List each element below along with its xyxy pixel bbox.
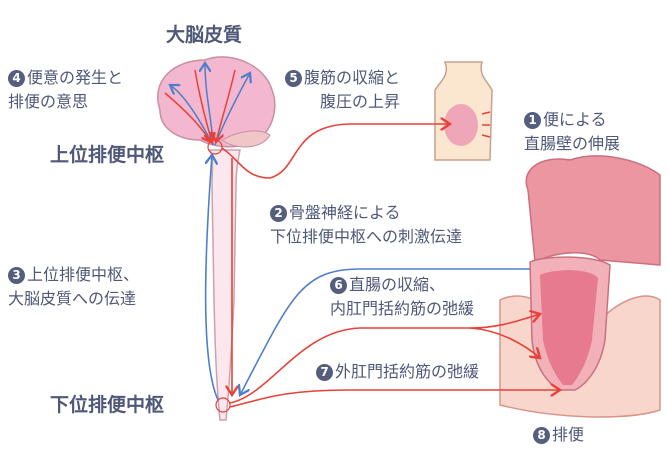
torso [434, 61, 493, 161]
step-text: 便意の発生と [27, 68, 124, 87]
step-text: 大脳皮質への伝達 [8, 289, 137, 308]
step-text: 排便 [552, 425, 585, 444]
cortex-arrows [164, 63, 250, 146]
step-text: 下位排便中枢への刺激伝達 [270, 227, 463, 246]
step-number-badge: 6 [330, 277, 347, 294]
cerebral-cortex-heading: 大脳皮質 [166, 24, 243, 46]
step-text: 直腸の収縮、 [349, 275, 446, 294]
step-text: 骨盤神経による [289, 203, 401, 222]
step-number-badge: 2 [270, 205, 287, 222]
step-number-badge: 4 [8, 70, 25, 87]
step-text: 便による [543, 110, 607, 129]
rectum [499, 155, 661, 418]
upper-center-heading: 上位排便中枢 [50, 144, 165, 166]
step-number-badge: 7 [316, 364, 333, 381]
step-text: 排便の意思 [8, 92, 89, 111]
step-text: 腹筋の収縮と [304, 68, 401, 87]
lower-center-marker [215, 397, 231, 413]
step-number-badge: 5 [285, 70, 302, 87]
nerve-pathways [204, 124, 560, 408]
step-number-badge: 8 [533, 427, 550, 444]
spinal-cord [208, 149, 241, 421]
step-text: 外肛門括約筋の弛緩 [335, 362, 480, 381]
step-text: 腹圧の上昇 [320, 92, 401, 111]
step-text: 上位排便中枢、 [27, 265, 140, 284]
step-number-badge: 1 [524, 112, 541, 129]
step-text: 内肛門括約筋の弛緩 [330, 299, 475, 318]
lower-center-heading: 下位排便中枢 [50, 394, 165, 416]
step-number-badge: 3 [8, 267, 25, 284]
step-text: 直腸壁の伸展 [524, 134, 621, 153]
